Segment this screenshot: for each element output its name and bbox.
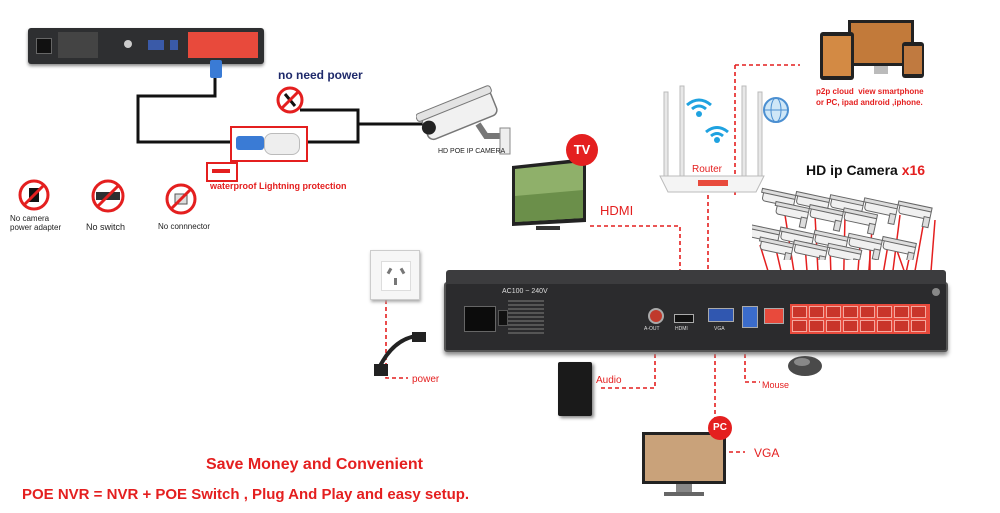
poe-port <box>894 306 909 318</box>
wifi-icon <box>704 124 730 144</box>
audio-port <box>648 308 664 324</box>
poe-port <box>792 306 807 318</box>
prohibited-icon <box>276 86 304 114</box>
poe-port <box>894 320 909 332</box>
rj45-plug <box>210 60 222 78</box>
poe-port <box>843 320 858 332</box>
bullet-camera-top <box>416 78 516 158</box>
waterproof-label: waterproof Lightning protection <box>210 181 347 191</box>
power-plug-icon <box>372 330 432 378</box>
no-adapter-label: No camera power adapter <box>10 214 62 232</box>
camera-array <box>752 180 952 260</box>
port-hdmi-label: HDMI <box>675 326 688 332</box>
mouse-icon <box>786 352 824 378</box>
fan-grill <box>508 300 544 334</box>
hd-camera-title: HD ip Camera x16 <box>806 162 925 178</box>
no-switch-label: No switch <box>86 222 126 232</box>
hdmi-label: HDMI <box>600 203 634 218</box>
poe-port <box>877 320 892 332</box>
poe-port <box>911 306 926 318</box>
waterproof-connector-frame <box>230 126 308 162</box>
speaker <box>558 362 592 416</box>
poe-port <box>911 320 926 332</box>
wifi-icon <box>684 96 714 118</box>
router <box>652 84 772 196</box>
lightning-protection-box <box>206 162 238 182</box>
pc-badge: PC <box>708 416 732 440</box>
power-label: power <box>412 374 440 385</box>
prohibited-icon <box>90 178 126 214</box>
poe-port <box>860 306 875 318</box>
x16-label: x16 <box>901 162 926 178</box>
poe-port <box>826 306 841 318</box>
globe-icon <box>762 96 790 124</box>
lan-port <box>764 308 784 324</box>
power-switch <box>498 310 508 326</box>
prohibited-icon <box>17 178 51 212</box>
devices-group <box>816 18 930 84</box>
tagline: POE NVR = NVR + POE Switch , Plug And Pl… <box>22 486 470 503</box>
no-need-power-label: no need power <box>278 68 363 82</box>
prohibited-icon <box>164 182 198 216</box>
no-connector-label: No connnector <box>158 222 211 231</box>
wall-socket <box>370 250 420 300</box>
power-inlet <box>464 306 496 332</box>
poe-port-block <box>790 304 930 334</box>
tv-badge: TV <box>566 134 598 166</box>
poe-port <box>792 320 807 332</box>
usb-ports <box>742 306 758 328</box>
poe-port <box>877 306 892 318</box>
headline: Save Money and Convenient <box>206 456 423 473</box>
pc-monitor <box>640 430 728 498</box>
port-audio-label: A-OUT <box>644 326 660 332</box>
p2p-label: p2p cloud view smartphone or PC, ipad an… <box>816 87 924 107</box>
tv <box>506 156 590 236</box>
hdmi-port <box>674 314 694 323</box>
router-label: Router <box>692 164 723 175</box>
nvr-ac-label: AC100 ~ 240V <box>502 288 548 295</box>
port-vga-label: VGA <box>714 326 725 332</box>
small-nvr <box>28 28 264 64</box>
poe-port <box>860 320 875 332</box>
poe-port <box>809 320 824 332</box>
poe-port <box>826 320 841 332</box>
hd-camera-label: HD ip Camera <box>806 162 898 178</box>
camera-top-label: HD POE IP CAMERA <box>438 148 506 155</box>
main-nvr: AC100 ~ 240V A-OUT HDMI VGA <box>444 270 948 352</box>
poe-port <box>843 306 858 318</box>
audio-label: Audio <box>596 375 622 386</box>
poe-port <box>809 306 824 318</box>
vga-label: VGA <box>754 446 780 460</box>
vga-port <box>708 308 734 322</box>
mouse-label: Mouse <box>762 380 790 390</box>
